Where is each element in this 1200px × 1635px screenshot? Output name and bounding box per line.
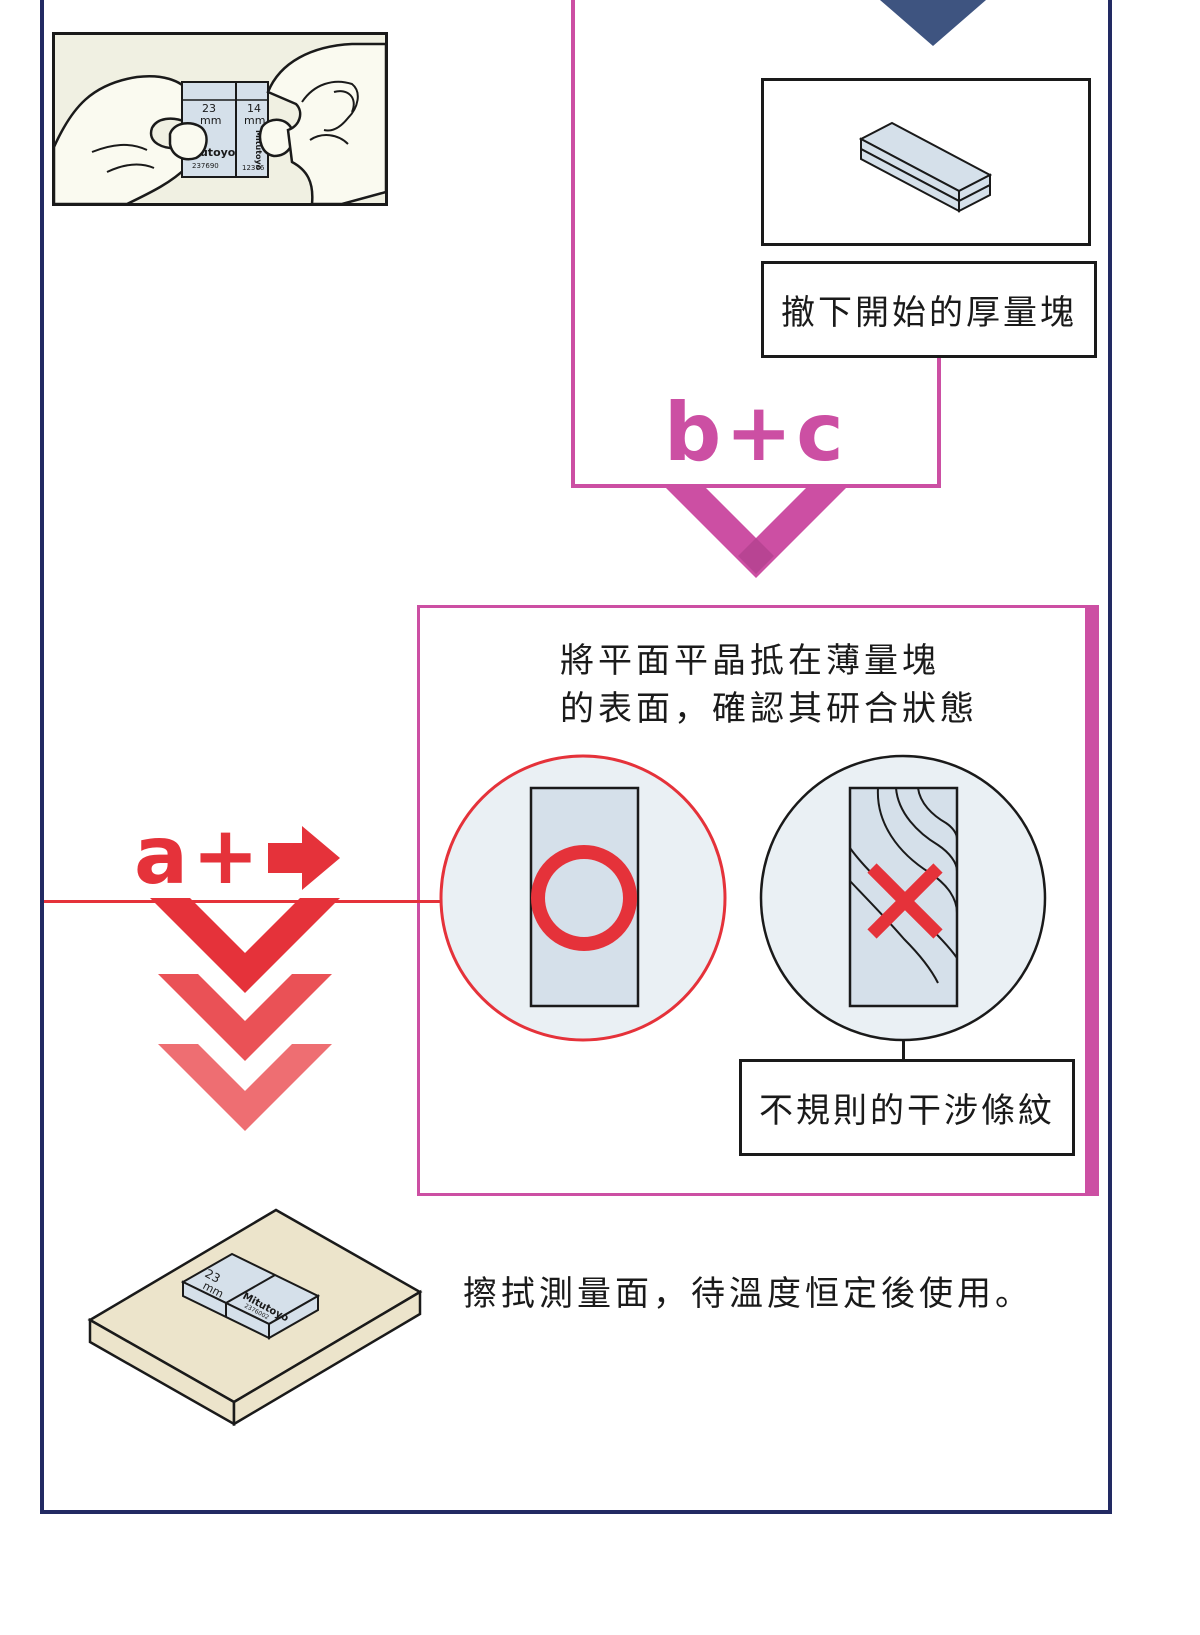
hand-block-left-size: 23	[202, 102, 216, 115]
right-hand	[266, 42, 388, 206]
hands-wringing-blocks-illustration: 23 mm Mitutoyo 237690 14 mm Mitutoyo 123…	[52, 32, 388, 206]
bad-wringing-circle	[759, 754, 1047, 1042]
ok-circle-icon	[531, 845, 637, 951]
left-hand	[52, 75, 192, 206]
magenta-chevron-down	[664, 486, 848, 578]
outer-frame	[40, 0, 1112, 1514]
red-chevrons-down	[150, 898, 340, 1131]
hand-block-right-unit: mm	[244, 114, 265, 127]
red-connector-line	[44, 900, 444, 903]
hand-block-right-brand: Mitutoyo	[254, 130, 263, 171]
remove-thick-block-label: 撤下開始的厚量塊	[761, 261, 1097, 358]
navy-down-arrow	[880, 0, 986, 46]
table-block-size: 23	[203, 1266, 223, 1286]
red-right-arrow-icon	[268, 826, 340, 890]
table-gauge-block: 23 mm Mitutoyo 2376002	[180, 1252, 321, 1340]
irregular-fringes-label: 不規則的干涉條紋	[739, 1059, 1075, 1156]
ng-cross-icon	[867, 863, 943, 939]
magenta-bracket-left	[571, 0, 575, 487]
bc-label: b+c	[664, 386, 848, 479]
flatness-check-frame-shadow	[1085, 605, 1099, 1196]
flatness-instruction-line2: 的表面，確認其研合狀態	[560, 689, 978, 729]
thick-gauge-block-icon	[858, 121, 993, 213]
a-plus-label: a+	[134, 809, 264, 902]
thick-block-illustration-box	[761, 78, 1091, 246]
magenta-bracket-right	[937, 355, 941, 488]
magenta-bracket-bottom	[571, 484, 941, 488]
wipe-instruction-text: 擦拭測量面，待溫度恒定後使用。	[463, 1274, 1033, 1314]
flatness-instruction-line1: 將平面平晶抵在薄量塊	[560, 641, 940, 681]
good-wringing-circle	[439, 754, 727, 1042]
hand-block-left-serial: 237690	[192, 162, 219, 170]
hand-block-left-unit: mm	[200, 114, 221, 127]
fringes-label-connector	[902, 1040, 905, 1062]
gauge-block-on-table-illustration: 23 mm Mitutoyo 2376002	[87, 1208, 423, 1427]
hand-block-right-size: 14	[247, 102, 261, 115]
hand-block-right-serial: 12376	[242, 164, 265, 172]
